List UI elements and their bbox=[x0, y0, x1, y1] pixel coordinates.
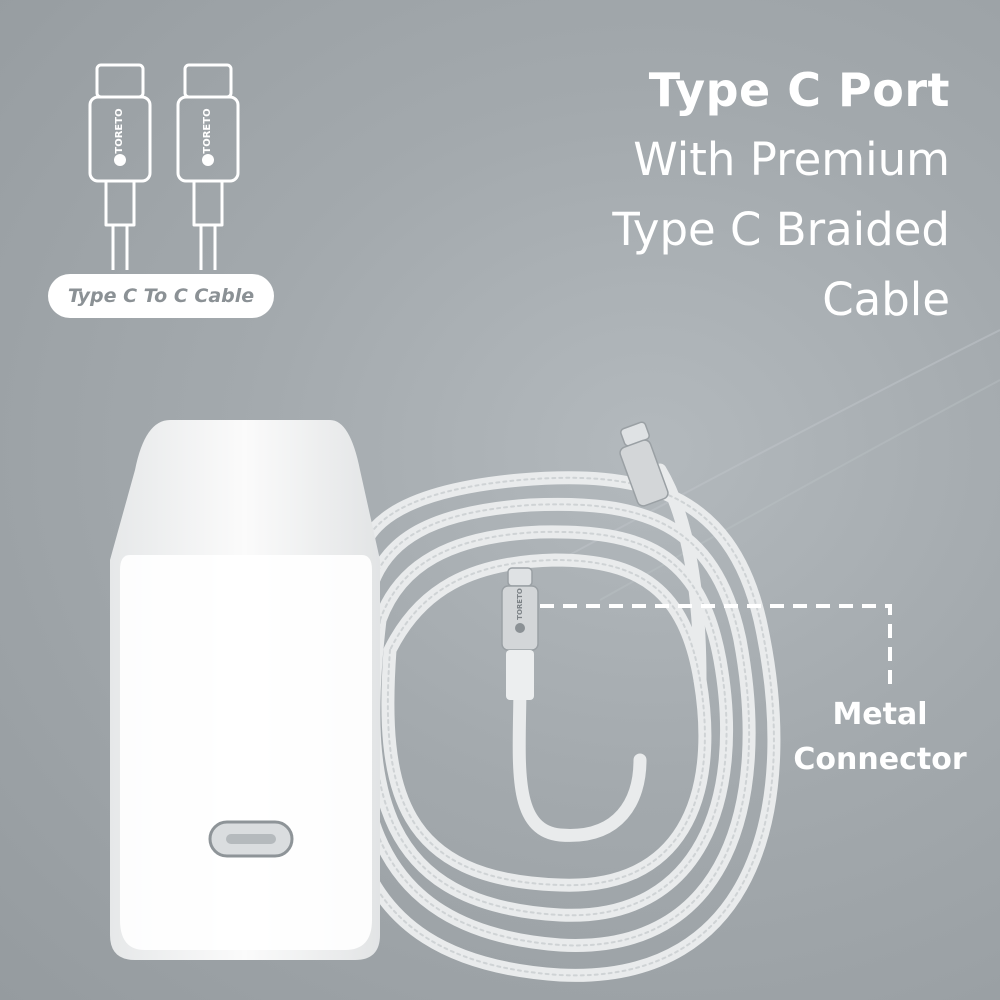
headline-line-3: Type C Braided bbox=[612, 203, 950, 256]
cable-type-label: Type C To C Cable bbox=[67, 285, 255, 307]
headline-line-4: Cable bbox=[822, 273, 950, 326]
metal-connector-callout: Metal Connector bbox=[780, 692, 980, 782]
callout-line-1: Metal bbox=[832, 697, 928, 732]
callout-line-2: Connector bbox=[793, 742, 967, 777]
upper-connector-icon bbox=[619, 421, 669, 507]
headline-line-2: With Premium bbox=[633, 133, 950, 186]
headline-line-1: Type C Port bbox=[648, 63, 950, 117]
cable-type-pill: Type C To C Cable bbox=[48, 274, 274, 318]
lower-connector-icon bbox=[501, 567, 539, 700]
headline: Type C Port With Premium Type C Braided … bbox=[430, 55, 950, 335]
